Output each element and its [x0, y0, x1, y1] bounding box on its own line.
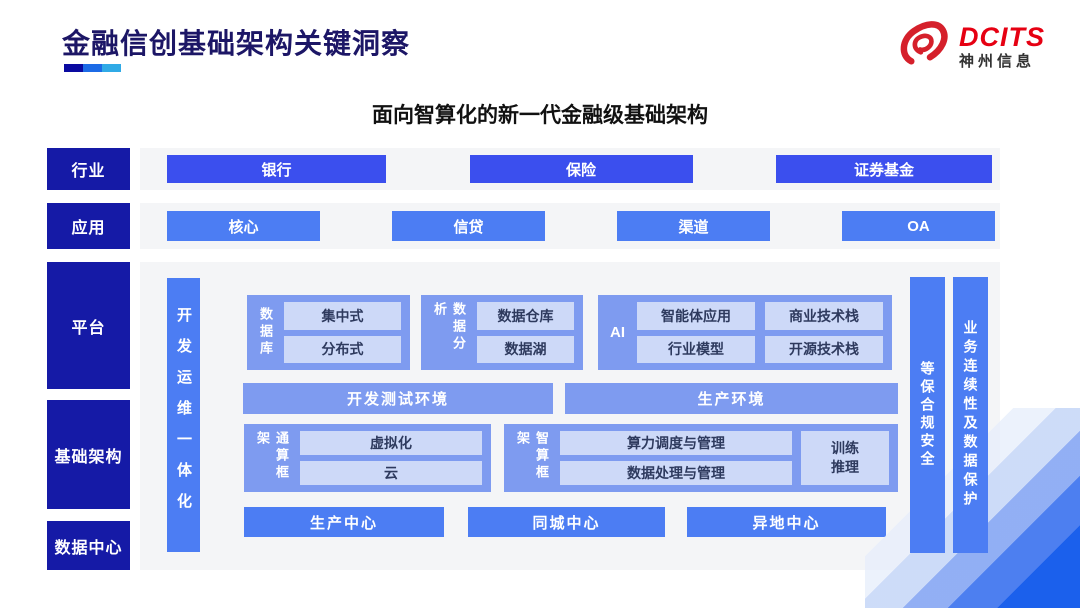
database-item-distributed: 分布式 [284, 335, 401, 363]
app-item-channel: 渠道 [617, 211, 770, 241]
app-item-credit: 信贷 [392, 211, 545, 241]
database-item-centralized: 集中式 [284, 302, 401, 330]
ai-item-opensource-stack: 开源技术栈 [765, 335, 883, 363]
industry-row: 银行 保险 证券基金 [140, 148, 1000, 190]
general-compute-item-virtualization: 虚拟化 [300, 431, 482, 455]
underline-segment-light [102, 64, 121, 72]
logo-brand-text: DCITS [959, 22, 1045, 53]
database-group: 数据库 集中式 分布式 [247, 295, 410, 370]
general-compute-item-cloud: 云 [300, 461, 482, 485]
ai-group: AI 智能体应用 商业技术栈 行业模型 开源技术栈 [598, 295, 892, 370]
analytics-item-lake: 数据湖 [477, 335, 574, 363]
app-item-oa: OA [842, 211, 995, 241]
datacenter-item-remote: 异地中心 [687, 507, 886, 537]
ai-compute-item-data-mgmt: 数据处理与管理 [560, 461, 792, 485]
ai-item-commercial-stack: 商业技术栈 [765, 302, 883, 330]
layer-label-platform: 平台 [47, 262, 130, 389]
industry-item-bank: 银行 [167, 155, 386, 183]
ai-compute-item-scheduling: 算力调度与管理 [560, 431, 792, 455]
general-compute-group-label: 通算框架 [255, 431, 289, 482]
layer-label-application: 应用 [47, 203, 130, 249]
swirl-icon [893, 18, 953, 75]
layer-label-industry: 行业 [47, 148, 130, 190]
business-continuity-bar: 业务连续性及数据保护 [953, 277, 988, 553]
industry-item-securities: 证券基金 [776, 155, 992, 183]
ai-compute-group: 智算框架 算力调度与管理 数据处理与管理 训练 推理 [504, 424, 898, 492]
ai-group-label: AI [610, 324, 625, 341]
ai-compute-group-label: 智算框架 [515, 431, 549, 482]
datacenter-item-production: 生产中心 [244, 507, 444, 537]
devops-vertical-bar: 开发运维一体化 [167, 278, 200, 552]
architecture-panel: 开发运维一体化 数据库 集中式 分布式 数据分析 数据仓库 数据湖 AI 智能体… [140, 262, 1000, 570]
app-item-core: 核心 [167, 211, 320, 241]
analytics-item-warehouse: 数据仓库 [477, 302, 574, 330]
layer-label-datacenter: 数据中心 [47, 521, 130, 570]
underline-segment-medium [83, 64, 102, 72]
production-environment-bar: 生产环境 [565, 383, 898, 414]
underline-segment-dark [64, 64, 83, 72]
page-title: 金融信创基础架构关键洞察 [62, 28, 411, 59]
application-row: 核心 信贷 渠道 OA [140, 203, 1000, 249]
datacenter-item-same-city: 同城中心 [468, 507, 665, 537]
security-compliance-bar: 等保合规安全 [910, 277, 945, 553]
industry-item-insurance: 保险 [469, 155, 693, 183]
layer-label-infrastructure: 基础架构 [47, 400, 130, 509]
diagram-title: 面向智算化的新一代金融级基础架构 [372, 104, 708, 127]
ai-item-industry-model: 行业模型 [637, 335, 755, 363]
logo-company-text: 神州信息 [959, 52, 1036, 70]
dcits-logo: DCITS 神州信息 [893, 18, 1045, 75]
dev-test-environment-bar: 开发测试环境 [243, 383, 553, 414]
analytics-group: 数据分析 数据仓库 数据湖 [421, 295, 583, 370]
database-group-label: 数据库 [258, 307, 273, 358]
title-underline [64, 64, 121, 72]
analytics-group-label: 数据分析 [432, 302, 466, 353]
ai-item-agent-app: 智能体应用 [637, 302, 755, 330]
general-compute-group: 通算框架 虚拟化 云 [244, 424, 491, 492]
